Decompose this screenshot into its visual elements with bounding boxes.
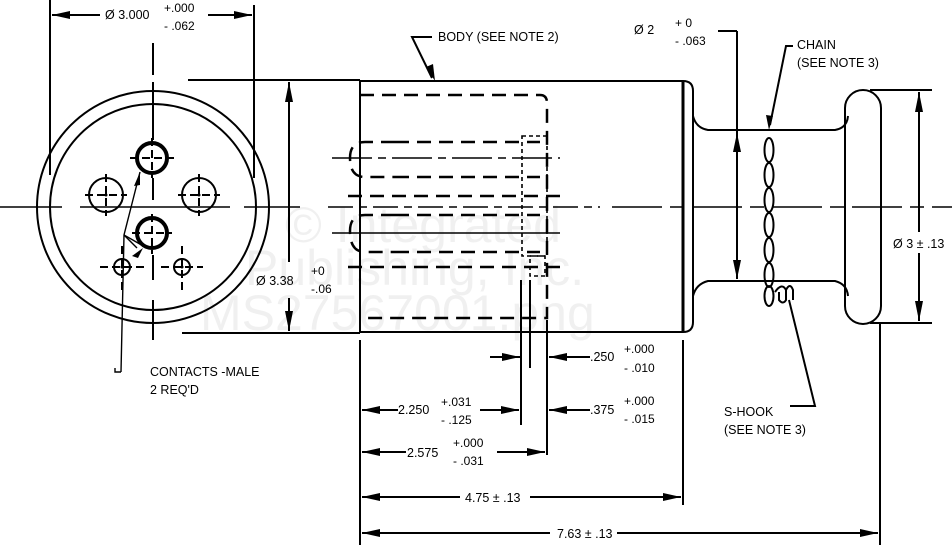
dim-flange-diameter: Ø 3 ± .13 — [870, 89, 944, 545]
neck-top — [692, 115, 849, 131]
dim-neck-diameter-nominal: Ø 2 — [634, 23, 654, 37]
s-hook — [774, 285, 794, 304]
dim-pin-offset-250-minus: - .010 — [624, 361, 655, 375]
contacts-leader — [114, 171, 146, 373]
dim-overall-length-nominal: 7.63 ± .13 — [557, 527, 613, 541]
s-hook-callout-line2: (SEE NOTE 3) — [724, 423, 806, 437]
dim-neck-diameter-minus: - .063 — [675, 34, 706, 48]
dim-face-diameter-minus: - .062 — [164, 19, 195, 33]
body-outline — [359, 80, 694, 333]
s-hook-callout: S-HOOK (SEE NOTE 3) — [724, 299, 817, 437]
dim-length-2575-minus: - .031 — [453, 454, 484, 468]
watermark-line1: © Integrated — [285, 197, 561, 253]
contacts-callout-line2: 2 REQ'D — [150, 383, 199, 397]
dim-face-diameter-nominal: Ø 3.000 — [105, 8, 150, 22]
dim-body-length-nominal: 4.75 ± .13 — [465, 491, 521, 505]
small-hole-right — [161, 246, 203, 290]
hole-left — [85, 174, 127, 216]
contact-pin-upper — [130, 138, 175, 178]
hole-right — [178, 174, 220, 216]
chain-callout-line2: (SEE NOTE 3) — [797, 56, 879, 70]
dim-body-diameter-minus: -.06 — [311, 282, 332, 296]
s-hook-callout-line1: S-HOOK — [724, 405, 774, 419]
dim-pin-offset-375-nominal: .375 — [590, 403, 614, 417]
side-view — [328, 80, 952, 333]
dim-length-2575-nominal: 2.575 — [407, 446, 438, 460]
dim-face-diameter-plus: +.000 — [164, 1, 195, 15]
dim-length-2250-minus: - .125 — [441, 413, 472, 427]
hidden-pin-slot — [348, 213, 395, 254]
dim-body-length: 4.75 ± .13 — [362, 491, 681, 505]
dim-pin-offset-250-plus: +.000 — [624, 342, 655, 356]
watermark-line2: Publishing, Inc. — [245, 240, 584, 296]
dim-body-diameter-nominal: Ø 3.38 — [256, 274, 294, 288]
dim-length-2250-plus: +.031 — [441, 395, 472, 409]
chain — [763, 137, 775, 307]
watermark-line3: MS27567001.png — [200, 285, 595, 341]
contacts-callout: CONTACTS -MALE 2 REQ'D — [150, 365, 260, 397]
chain-callout-line1: CHAIN — [797, 38, 836, 52]
dim-face-diameter: Ø 3.000 +.000 - .062 — [52, 1, 252, 33]
dim-neck-diameter: Ø 2 + 0 - .063 — [634, 16, 741, 279]
dim-length-2575: 2.575 +.000 - .031 — [362, 436, 545, 468]
dim-length-2250-nominal: 2.250 — [398, 403, 429, 417]
dim-length-2250: 2.250 +.031 - .125 — [362, 395, 519, 427]
hidden-shoulder — [521, 135, 548, 257]
dim-flange-diameter-nominal: Ø 3 ± .13 — [893, 237, 944, 251]
dim-pin-offset-375: .375 +.000 - .015 — [549, 394, 655, 426]
dim-pin-offset-375-minus: - .015 — [624, 412, 655, 426]
body-callout: BODY (SEE NOTE 2) — [410, 30, 559, 81]
contact-pin-lower — [132, 214, 172, 254]
neck-bottom — [692, 280, 849, 297]
dim-neck-diameter-plus: + 0 — [675, 16, 692, 30]
dim-pin-offset-250-nominal: .250 — [590, 350, 614, 364]
dim-body-diameter: Ø 3.38 +0 -.06 — [182, 79, 360, 334]
hidden-pin-slot — [348, 140, 395, 179]
contacts-callout-line1: CONTACTS -MALE — [150, 365, 260, 379]
flange — [844, 89, 882, 325]
dim-length-2575-plus: +.000 — [453, 436, 484, 450]
dim-pin-offset-375-plus: +.000 — [624, 394, 655, 408]
watermark: © Integrated Publishing, Inc. MS27567001… — [200, 197, 595, 341]
dim-overall-length: 7.63 ± .13 — [362, 527, 878, 541]
dim-pin-offset-250: .250 +.000 - .010 — [490, 342, 655, 375]
end-view — [0, 0, 300, 373]
chain-callout: CHAIN (SEE NOTE 3) — [766, 38, 879, 130]
body-callout-label: BODY (SEE NOTE 2) — [438, 30, 559, 44]
dim-body-diameter-plus: +0 — [311, 264, 325, 278]
